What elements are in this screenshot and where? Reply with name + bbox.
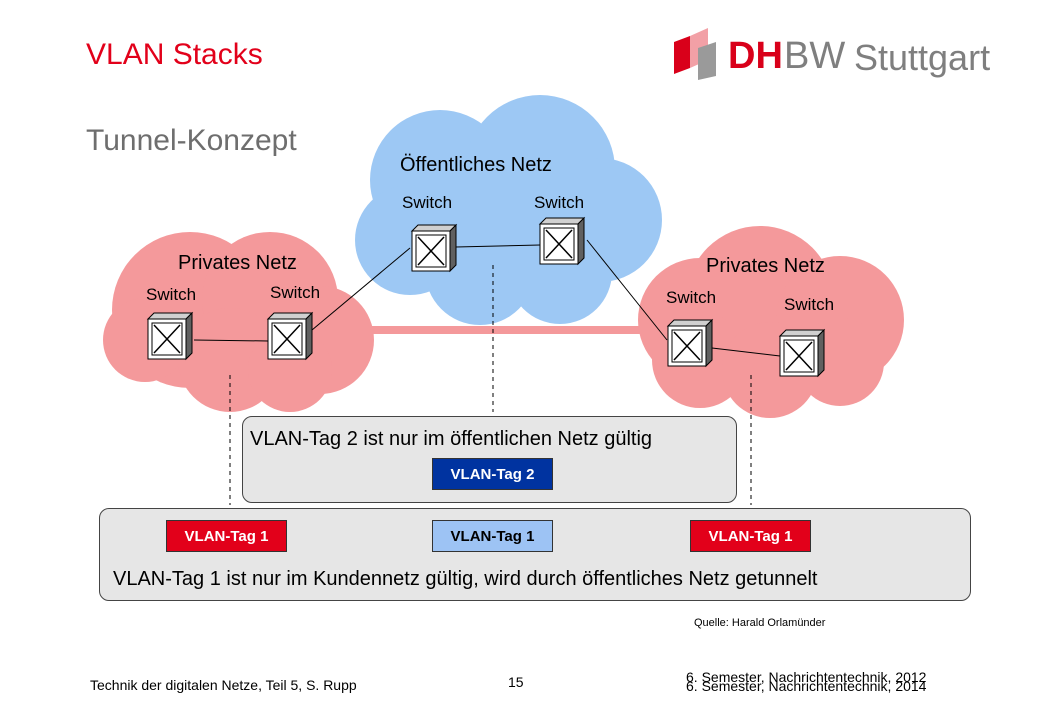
logo-bw: BW <box>784 35 845 77</box>
switch-icon <box>267 312 313 360</box>
switch-label: Switch <box>784 295 834 314</box>
dhbw-logo-mark-icon <box>674 28 716 80</box>
logo-city: Stuttgart <box>854 37 990 78</box>
switch-label: Switch <box>270 283 320 302</box>
footer-course: Technik der digitalen Netze, Teil 5, S. … <box>90 677 357 693</box>
switch-icon <box>147 312 193 360</box>
switch-label: Switch <box>402 193 452 212</box>
slide-subtitle: Tunnel-Konzept <box>86 124 297 157</box>
private-left-label: Privates Netz <box>178 252 297 274</box>
switch-icon <box>779 329 825 377</box>
links <box>193 239 781 357</box>
logo-dh: DH <box>728 35 783 77</box>
switch-label: Switch <box>666 288 716 307</box>
footer-semester-2012: 6. Semester, Nachrichtentechnik, 2012 <box>686 669 927 685</box>
slide-title: VLAN Stacks <box>86 38 263 71</box>
dashed-separators <box>229 265 752 505</box>
switch-icon <box>411 224 457 272</box>
private-right-label: Privates Netz <box>706 255 825 277</box>
vlan-tag-1-right: VLAN-Tag 1 <box>690 520 811 552</box>
switch-label: Switch <box>534 193 584 212</box>
customer-scope-text: VLAN-Tag 1 ist nur im Kundennetz gültig,… <box>113 568 818 590</box>
source-note: Quelle: Harald Orlamünder <box>694 617 826 629</box>
dhbw-logo: DH BW Stuttgart <box>674 28 990 80</box>
switch-icon <box>667 319 713 367</box>
vlan-tag-1-middle: VLAN-Tag 1 <box>432 520 553 552</box>
footer-semester-2014: 6. Semester, Nachrichtentechnik, 2014 <box>686 678 927 694</box>
switch-icon <box>539 217 585 265</box>
public-scope-text: VLAN-Tag 2 ist nur im öffentlichen Netz … <box>250 428 653 450</box>
vlan-tag-2: VLAN-Tag 2 <box>432 458 553 490</box>
page-number: 15 <box>508 674 524 690</box>
public-cloud-label: Öffentliches Netz <box>400 154 552 176</box>
vlan-tag-1-left: VLAN-Tag 1 <box>166 520 287 552</box>
switch-label: Switch <box>146 285 196 304</box>
